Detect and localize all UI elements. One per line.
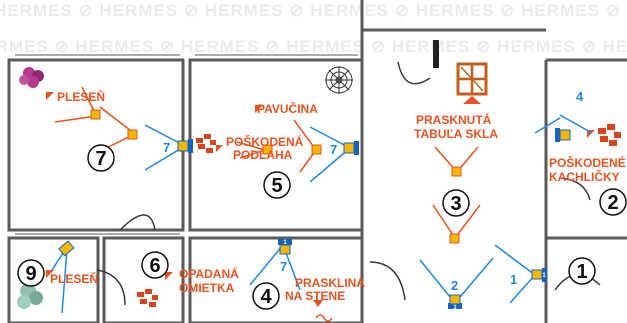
camera-tag-2: 1 — [453, 305, 457, 311]
camera-number-2: 2 — [451, 278, 458, 293]
mold-icon-bottom — [17, 283, 43, 309]
defect-markers — [46, 92, 595, 307]
camera-number-4: 4 — [576, 89, 584, 104]
room-number-9: 9 — [25, 263, 36, 285]
watermark-row-mid: HERMES ⊘ HERMES ⊘ HERMES ⊘ HERMES ⊘ HERM… — [0, 37, 627, 56]
label-opadana-1: OPADANÁ — [179, 266, 239, 281]
label-poskodena-1: POŠKODENÁ — [226, 134, 304, 149]
label-pavucina: PAVUČINA — [257, 101, 318, 116]
broken-brick-icon — [196, 134, 216, 153]
orange-rays — [54, 86, 481, 239]
room-number-1: 1 — [576, 261, 587, 283]
label-plesen-top: PLESEŇ — [57, 89, 105, 104]
room-number-6: 6 — [149, 255, 160, 277]
label-prasklina-2: NA STENE — [285, 289, 345, 303]
room-markers — [17, 144, 627, 310]
label-poskodene-2: KACHLIČKY — [549, 169, 620, 184]
camera-tag-1: 1 — [542, 273, 546, 279]
cameras — [58, 128, 571, 309]
camera-number-7b: 7 — [330, 142, 337, 157]
watermark: HERMES ⊘ HERMES ⊘ HERMES ⊘ HERMES ⊘ HERM… — [0, 1, 627, 56]
room-number-3: 3 — [450, 193, 461, 215]
window-icon — [456, 62, 488, 96]
broken-tiles-icon — [598, 124, 621, 146]
crack-icon — [315, 314, 333, 322]
fallen-plaster-icon — [137, 289, 158, 307]
walls — [7, 0, 627, 323]
camera-number-7c: 7 — [280, 259, 287, 274]
label-prasknuta-2: TABUĽA SKLA — [414, 127, 498, 141]
marker-window — [463, 96, 481, 104]
orange-cameras — [90, 109, 462, 244]
camera-number-7a: 7 — [163, 140, 170, 155]
watermark-row-top: HERMES ⊘ HERMES ⊘ HERMES ⊘ HERMES ⊘ HERM… — [0, 1, 627, 20]
doors — [96, 61, 601, 306]
wall-ticks — [15, 54, 358, 235]
spiderweb-icon — [325, 66, 353, 94]
label-poskodene-1: POŠKODENÉ — [549, 155, 626, 170]
label-prasknuta-1: PRASKNUTÁ — [416, 112, 492, 127]
camera-tag-7: 1 — [283, 240, 287, 246]
room-number-7: 7 — [95, 148, 106, 170]
label-opadana-2: OMIETKA — [179, 281, 235, 295]
label-prasklina-1: PRASKLINA — [295, 276, 365, 290]
room-number-5: 5 — [271, 175, 282, 197]
label-plesen-bottom: PLESEŇ — [50, 271, 98, 286]
room-number-2: 2 — [607, 192, 618, 214]
door-leaf — [433, 40, 439, 68]
mold-icon — [19, 67, 44, 88]
label-poskodena-2: PODLAHA — [233, 148, 293, 162]
room-number-4: 4 — [260, 286, 272, 308]
camera-number-1: 1 — [510, 272, 517, 287]
